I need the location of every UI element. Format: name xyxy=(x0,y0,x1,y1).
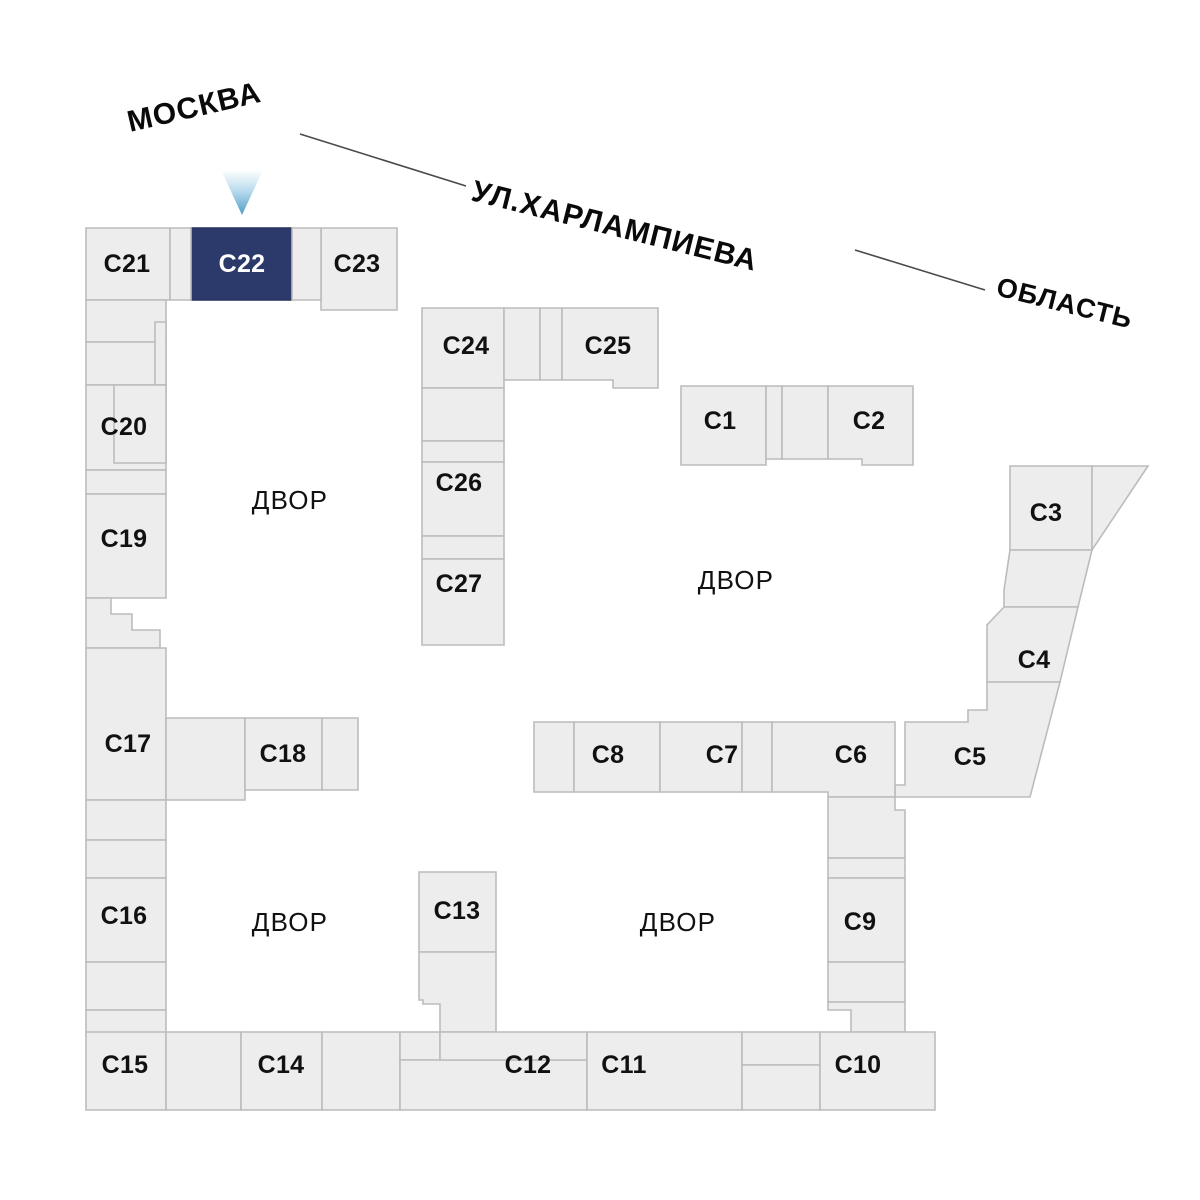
building-label-c15: C15 xyxy=(102,1051,149,1079)
building-label-c1: C1 xyxy=(704,407,737,435)
building-label-c14: C14 xyxy=(258,1051,305,1079)
building-block-b-i[interactable] xyxy=(321,1031,401,1111)
building-label-c13: C13 xyxy=(434,897,481,925)
buildings-group xyxy=(85,227,1150,1111)
building-block-c27[interactable] xyxy=(421,558,505,646)
building-label-c25: C25 xyxy=(585,332,632,360)
building-block-m-a[interactable] xyxy=(503,307,541,381)
building-block-l-a[interactable] xyxy=(85,299,167,343)
street-label-moskva: МОСКВА xyxy=(124,76,264,139)
building-label-c2: C2 xyxy=(853,407,886,435)
building-block-b-g[interactable] xyxy=(418,951,497,1033)
building-label-c10: C10 xyxy=(835,1051,882,1079)
building-block-b-a[interactable] xyxy=(533,721,575,793)
yard-label-yard-se: ДВОР xyxy=(640,907,716,937)
building-block-l-g[interactable] xyxy=(165,717,246,801)
building-block-c1[interactable] xyxy=(680,385,767,466)
building-block-l-i[interactable] xyxy=(85,799,167,841)
building-label-c22: C22 xyxy=(219,250,266,278)
building-label-c11: C11 xyxy=(601,1051,646,1079)
building-label-c27: C27 xyxy=(436,570,483,598)
building-block-l-h[interactable] xyxy=(321,717,359,791)
building-block-l-e[interactable] xyxy=(85,469,167,495)
building-label-c5: C5 xyxy=(954,743,987,771)
building-label-c4: C4 xyxy=(1018,646,1051,674)
building-block-l-b[interactable] xyxy=(85,341,167,386)
yard-label-yard-nw: ДВОР xyxy=(252,485,328,515)
yard-label-yard-ne: ДВОР xyxy=(698,565,774,595)
building-block-l-f[interactable] xyxy=(85,597,161,649)
building-block-r-c[interactable] xyxy=(1091,465,1150,553)
building-label-c8: C8 xyxy=(592,741,625,769)
leader-oblast xyxy=(854,249,986,291)
selected-marker-group xyxy=(221,170,263,215)
building-block-l-c[interactable] xyxy=(154,321,167,386)
building-block-top-a[interactable] xyxy=(169,227,192,301)
building-label-c12: C12 xyxy=(505,1051,552,1079)
building-block-c5[interactable] xyxy=(894,681,1062,798)
building-block-r-a[interactable] xyxy=(765,385,783,460)
building-label-c6: C6 xyxy=(835,741,868,769)
yard-label-yard-sw: ДВОР xyxy=(252,907,328,937)
street-label-oblast: ОБЛАСТЬ xyxy=(994,272,1136,335)
building-block-r-d[interactable] xyxy=(1003,549,1094,608)
building-label-c20: C20 xyxy=(101,413,148,441)
building-block-b-d[interactable] xyxy=(827,857,906,879)
building-block-b-j[interactable] xyxy=(399,1031,441,1061)
building-label-c23: C23 xyxy=(334,250,381,278)
building-block-c6[interactable] xyxy=(771,721,896,798)
leader-lines-group xyxy=(299,133,986,291)
building-block-m-d[interactable] xyxy=(421,440,505,463)
selected-marker-icon xyxy=(221,170,263,215)
building-label-c21: C21 xyxy=(104,250,151,278)
yard-labels-group: ДВОР ДВОР ДВОР ДВОР xyxy=(252,485,774,937)
building-block-c10[interactable] xyxy=(819,1031,936,1111)
building-block-b-h[interactable] xyxy=(165,1031,242,1111)
building-label-c9: C9 xyxy=(844,908,877,936)
building-block-l-d[interactable] xyxy=(113,384,167,464)
building-block-c2[interactable] xyxy=(827,385,914,466)
building-block-m-b[interactable] xyxy=(539,307,563,381)
building-label-c24: C24 xyxy=(443,332,490,360)
building-label-c18: C18 xyxy=(260,740,307,768)
street-label-harlampieva: УЛ.ХАРЛАМПИЕВА xyxy=(468,175,761,278)
building-block-r-b[interactable] xyxy=(781,385,829,460)
building-block-b-e[interactable] xyxy=(827,961,906,1003)
building-block-l-j[interactable] xyxy=(85,839,167,879)
building-label-c7: C7 xyxy=(706,741,739,769)
building-block-top-b[interactable] xyxy=(291,227,322,301)
building-block-b-b[interactable] xyxy=(741,721,773,793)
building-block-b-m[interactable] xyxy=(741,1064,821,1111)
building-block-m-c[interactable] xyxy=(421,387,505,442)
building-block-c17[interactable] xyxy=(85,647,167,801)
building-label-c26: C26 xyxy=(436,469,483,497)
building-label-c3: C3 xyxy=(1030,499,1063,527)
building-label-c19: C19 xyxy=(101,525,148,553)
building-label-c17: C17 xyxy=(105,730,152,758)
building-block-c19[interactable] xyxy=(85,493,167,599)
building-block-b-f[interactable] xyxy=(827,1001,906,1033)
building-block-c12[interactable] xyxy=(399,1059,588,1111)
building-block-m-e[interactable] xyxy=(421,535,505,560)
leader-moskva xyxy=(299,133,467,187)
building-block-b-l[interactable] xyxy=(741,1031,821,1066)
building-block-b-c[interactable] xyxy=(827,796,906,859)
building-label-c16: C16 xyxy=(101,902,148,930)
building-block-l-k[interactable] xyxy=(85,961,167,1011)
building-block-c25[interactable] xyxy=(561,307,659,389)
